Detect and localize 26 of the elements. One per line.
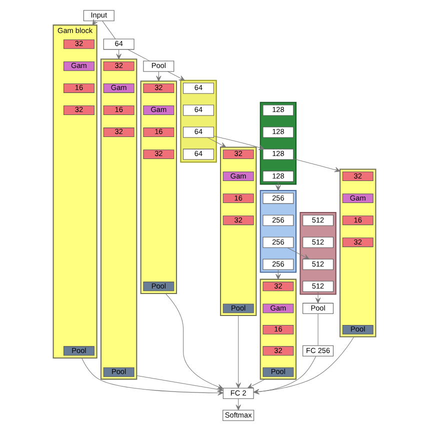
arrow <box>213 136 264 150</box>
arrow <box>164 293 223 390</box>
arrow <box>206 137 226 148</box>
connector <box>127 49 150 62</box>
arrow <box>136 375 223 392</box>
arrow <box>166 71 184 81</box>
arrow <box>253 356 316 394</box>
cluster <box>180 80 216 163</box>
cluster <box>259 102 296 185</box>
cluster <box>100 58 137 380</box>
cluster <box>259 190 296 273</box>
arrow <box>252 336 354 394</box>
arrow <box>80 358 223 396</box>
cluster <box>339 168 376 338</box>
arrow <box>247 378 266 388</box>
connector <box>317 313 318 346</box>
arrow <box>235 315 240 388</box>
cluster <box>220 146 256 316</box>
cluster <box>259 278 296 380</box>
arrow <box>292 158 340 172</box>
cluster <box>140 80 177 294</box>
arrow <box>314 292 320 304</box>
arrow <box>286 247 309 260</box>
arrow <box>235 398 240 410</box>
connector <box>102 20 116 40</box>
cluster <box>299 212 336 295</box>
